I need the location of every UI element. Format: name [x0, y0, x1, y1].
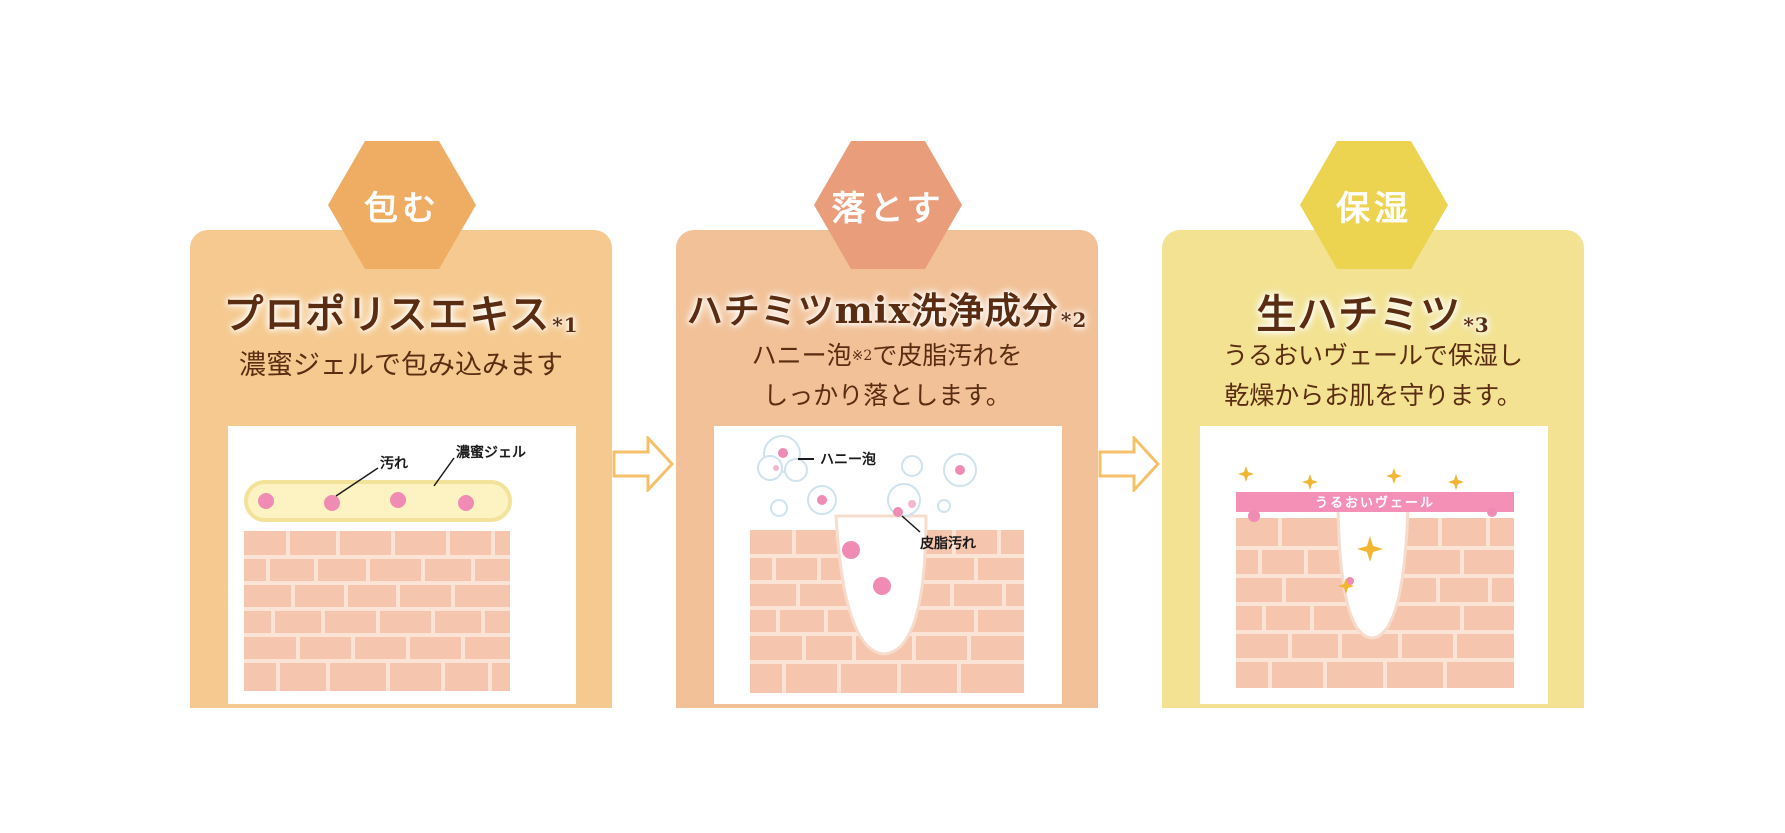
- veil-icon: [1236, 492, 1514, 512]
- step-description: うるおいヴェールで保湿し 乾燥からお肌を守ります。: [1162, 336, 1584, 416]
- pore-icon: [1336, 504, 1410, 640]
- skin-cells-icon: 汚れ 濃蜜ジェル: [244, 444, 526, 691]
- step-title-note: *3: [1463, 313, 1490, 337]
- gel-layer-icon: [244, 480, 512, 522]
- label-sebum: 皮脂汚れ: [919, 535, 976, 552]
- step-hex-badge: 落とす: [814, 141, 962, 269]
- step-description: ハニー泡※2で皮脂汚れを しっかり落とします。: [676, 336, 1098, 416]
- step-title-note: *2: [1060, 308, 1088, 332]
- foam-bubble-icon: [757, 435, 977, 517]
- desc-text: うるおいヴェールで保湿し: [1222, 341, 1523, 370]
- desc-text: ハニー泡: [751, 341, 852, 370]
- step-title-text: プロポリスエキス: [223, 291, 551, 338]
- illustration-panel: うるおいヴェール: [1200, 426, 1548, 704]
- step-title-note: *1: [552, 313, 579, 337]
- illustration-panel: ハニー泡 皮脂汚れ: [714, 426, 1062, 704]
- desc-text: 乾燥からお肌を守ります。: [1224, 381, 1522, 410]
- step-description: 濃蜜ジェルで包み込みます: [239, 350, 563, 381]
- skin-cells-icon: ハニー泡 皮脂汚れ: [750, 435, 1024, 693]
- step-hex-label: 落とす: [831, 188, 945, 229]
- label-dirt: 汚れ: [380, 455, 408, 472]
- right-arrow-icon: [1098, 436, 1160, 492]
- illustration-panel: 汚れ 濃蜜ジェル: [228, 426, 576, 704]
- label-veil: うるおいヴェール: [1315, 495, 1435, 511]
- desc-text: しっかり落とします。: [763, 381, 1011, 410]
- label-gel: 濃蜜ジェル: [456, 444, 526, 461]
- step-title: ハチミツmix洗浄成分*2: [676, 282, 1098, 334]
- label-foam: ハニー泡: [820, 451, 876, 468]
- step-hex-label: 包む: [364, 188, 440, 229]
- step-title-text: 生ハチミツ: [1256, 291, 1462, 338]
- sparkle-icon: [1238, 466, 1464, 594]
- step-title: 生ハチミツ*3: [1162, 282, 1584, 340]
- right-arrow-icon: [612, 436, 674, 492]
- step-title-text: ハチミツmix洗浄成分: [686, 290, 1059, 332]
- desc-text: で皮脂汚れを: [872, 341, 1023, 370]
- desc-note: ※2: [851, 348, 873, 364]
- step-hex-label: 保湿: [1336, 188, 1412, 229]
- step-title: プロポリスエキス*1: [190, 282, 612, 340]
- skin-cells-icon: うるおいヴェール: [1236, 466, 1514, 688]
